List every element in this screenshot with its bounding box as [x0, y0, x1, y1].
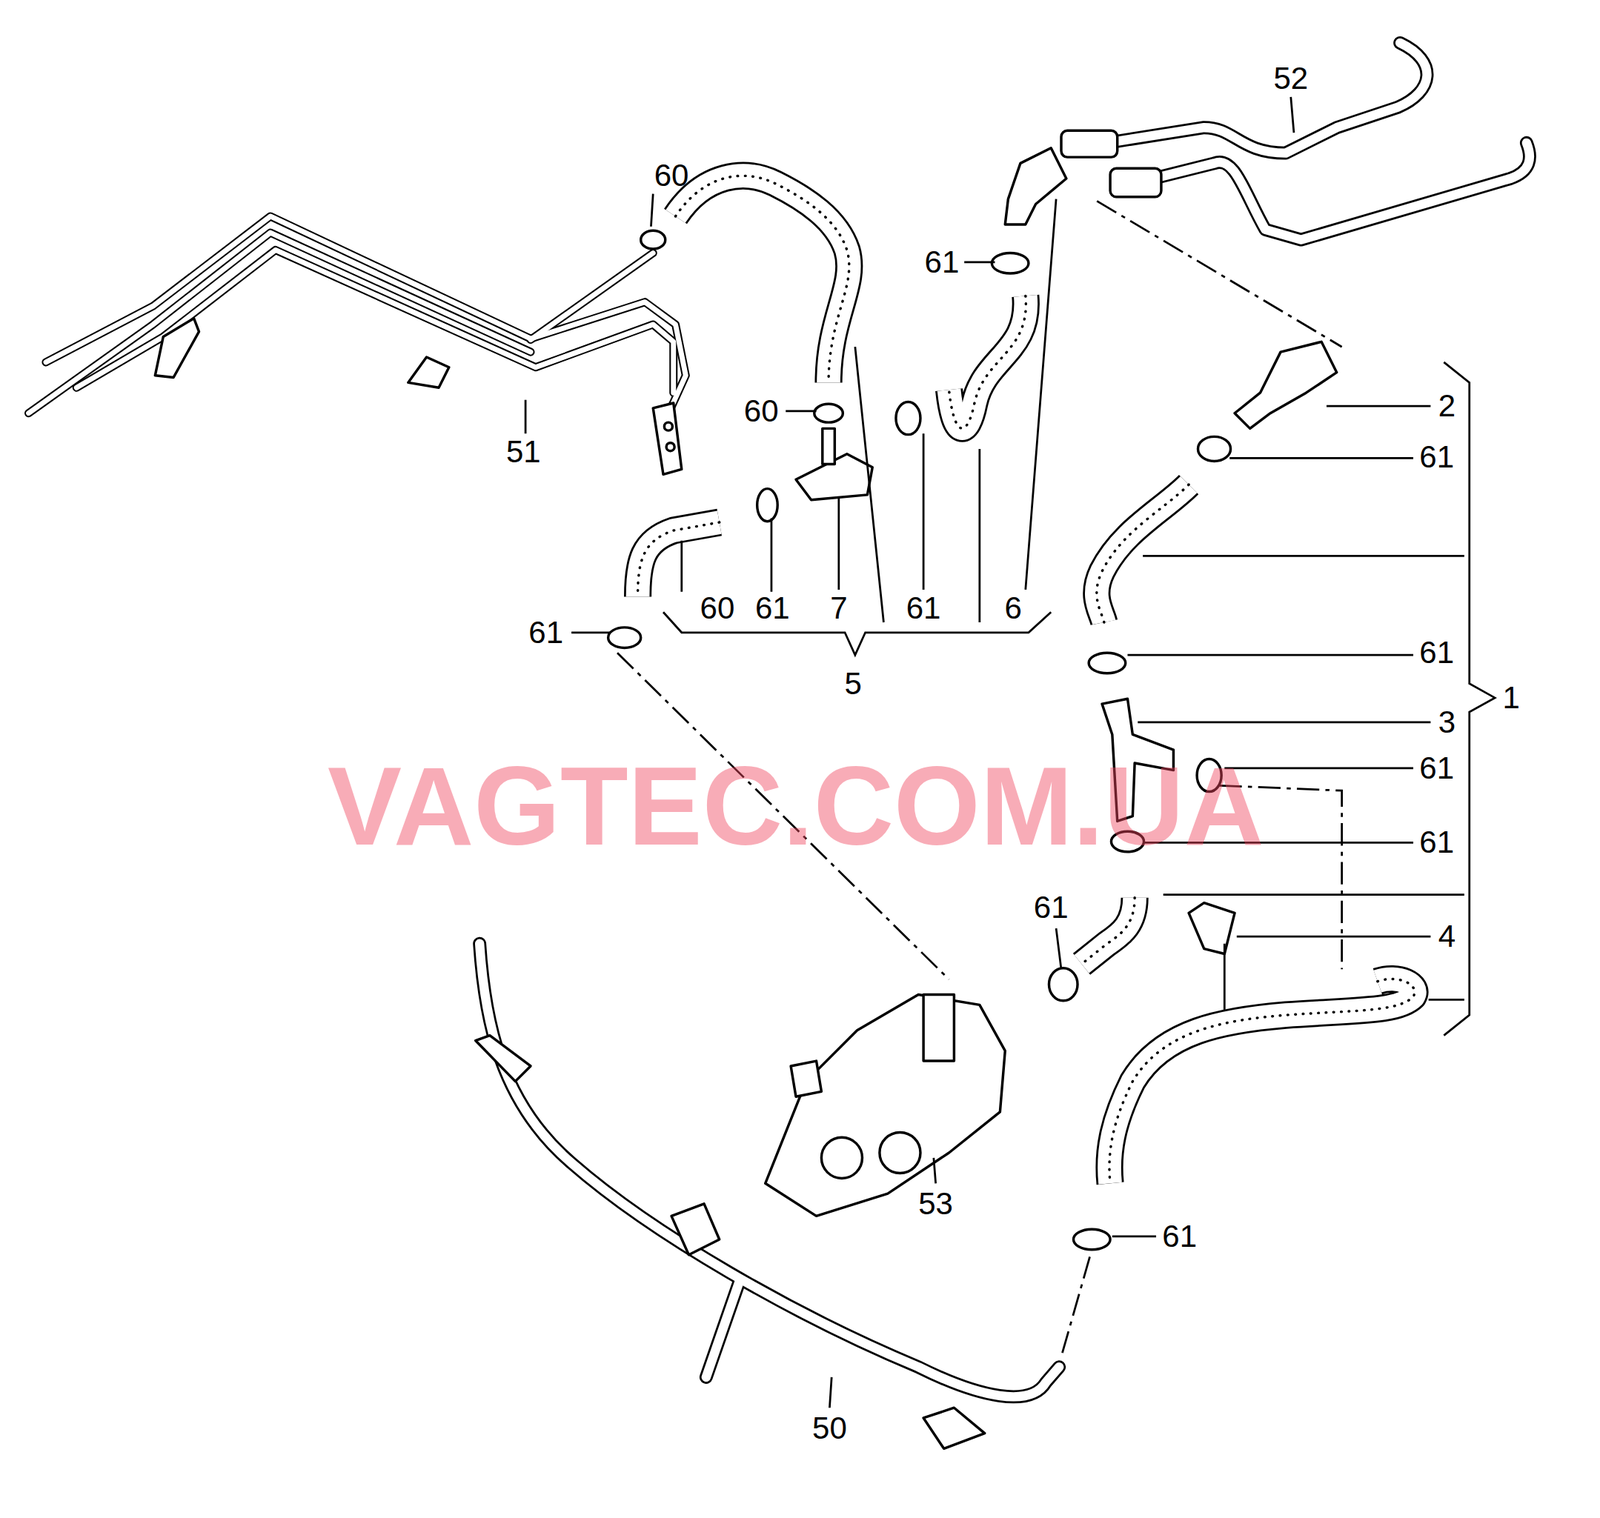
- watermark: VAGTEC.COM.UA: [327, 750, 1265, 862]
- callout-number: 4: [1438, 921, 1456, 953]
- callout-number: 61: [755, 592, 790, 624]
- callout-number: 60: [654, 160, 690, 192]
- callout-number: 53: [918, 1188, 954, 1220]
- callout-number: 60: [700, 592, 736, 624]
- callout-number: 7: [830, 592, 848, 624]
- callout-number: 1: [1502, 682, 1520, 714]
- callout-number: 60: [744, 395, 779, 427]
- callout-number: 5: [844, 668, 862, 700]
- callout-number: 61: [1033, 892, 1069, 924]
- callout-number: 61: [1419, 441, 1455, 473]
- callout-number: 6: [1004, 592, 1022, 624]
- callout-number: 61: [1419, 752, 1455, 785]
- callout-number: 51: [506, 436, 541, 468]
- callout-number: 50: [812, 1413, 848, 1445]
- callout-number: 61: [906, 592, 942, 624]
- callout-number: 61: [528, 617, 564, 649]
- callout-number: 61: [1419, 637, 1455, 669]
- callout-number: 61: [924, 246, 960, 278]
- callout-number: 52: [1273, 62, 1309, 95]
- callout-number: 61: [1419, 827, 1455, 859]
- callout-number: 61: [1162, 1221, 1197, 1253]
- callout-number: 2: [1438, 390, 1456, 422]
- callout-number: 3: [1438, 706, 1456, 739]
